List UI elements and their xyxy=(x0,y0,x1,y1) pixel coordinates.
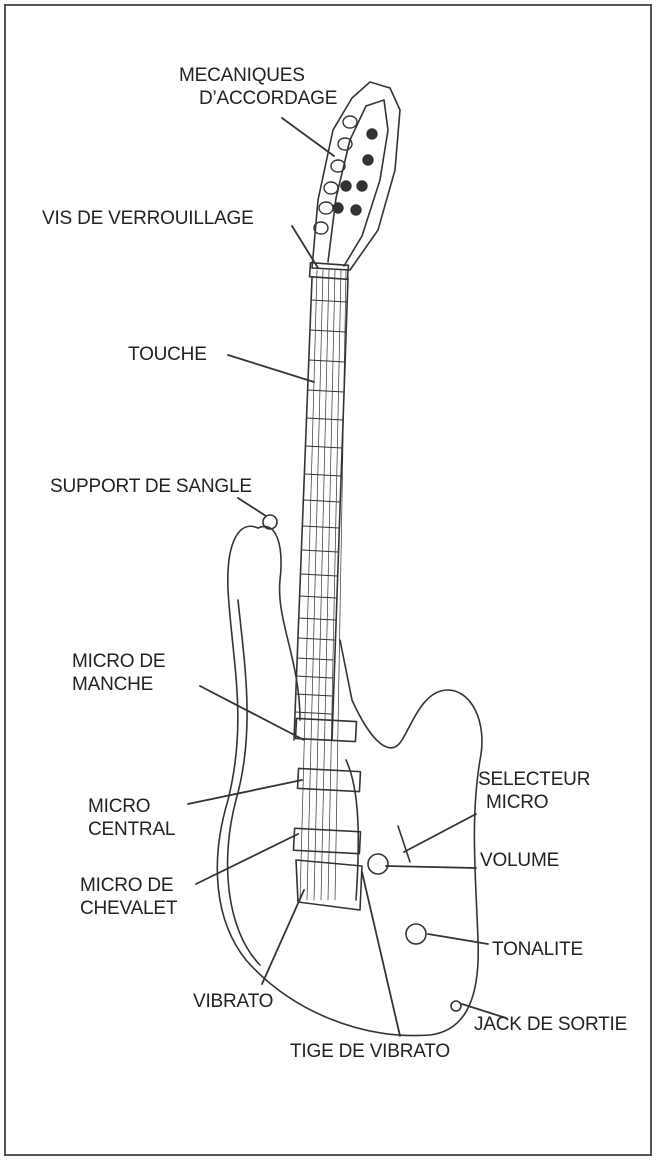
output-jack-shape xyxy=(450,1000,462,1012)
bridge-pickup-shape xyxy=(292,827,362,855)
label-tone: TONALITE xyxy=(492,939,583,960)
label-vibrato-bar: TIGE DE VIBRATO xyxy=(290,1041,450,1062)
neck-pickup-shape xyxy=(294,717,358,743)
tone-knob xyxy=(405,923,427,945)
label-output-jack: JACK DE SORTIE xyxy=(474,1014,628,1035)
tremolo-bar xyxy=(345,759,360,901)
label-fretboard: TOUCHE xyxy=(128,344,207,365)
strings xyxy=(299,269,347,901)
volume-knob xyxy=(367,853,389,875)
body-bevel xyxy=(226,599,261,966)
label-tuners: MECANIQUES D’ACCORDAGE xyxy=(179,65,338,109)
label-middle-pickup: MICRO CENTRAL xyxy=(88,796,176,840)
middle-pickup-shape xyxy=(296,767,362,793)
guitar-body xyxy=(216,525,483,1037)
headstock xyxy=(311,81,401,271)
label-bridge-pickup: MICRO DE CHEVALET xyxy=(80,875,178,919)
label-volume: VOLUME xyxy=(480,850,560,871)
label-neck-pickup: MICRO DE MANCHE xyxy=(72,651,166,695)
tuner-pegs xyxy=(313,115,378,235)
neck xyxy=(293,277,349,741)
tremolo-bridge xyxy=(295,859,363,911)
headstock-inner xyxy=(327,99,389,267)
upper-horn xyxy=(257,525,301,721)
label-vibrato: VIBRATO xyxy=(193,991,274,1012)
strap-button-shape xyxy=(262,514,278,530)
label-locking-nut: VIS DE VERROUILLAGE xyxy=(42,208,254,229)
leader-lines xyxy=(187,117,507,1037)
label-pickup-selector: SELECTEUR MICRO xyxy=(478,769,591,813)
selector-switch xyxy=(397,825,411,863)
label-strap-button: SUPPORT DE SANGLE xyxy=(50,476,252,497)
